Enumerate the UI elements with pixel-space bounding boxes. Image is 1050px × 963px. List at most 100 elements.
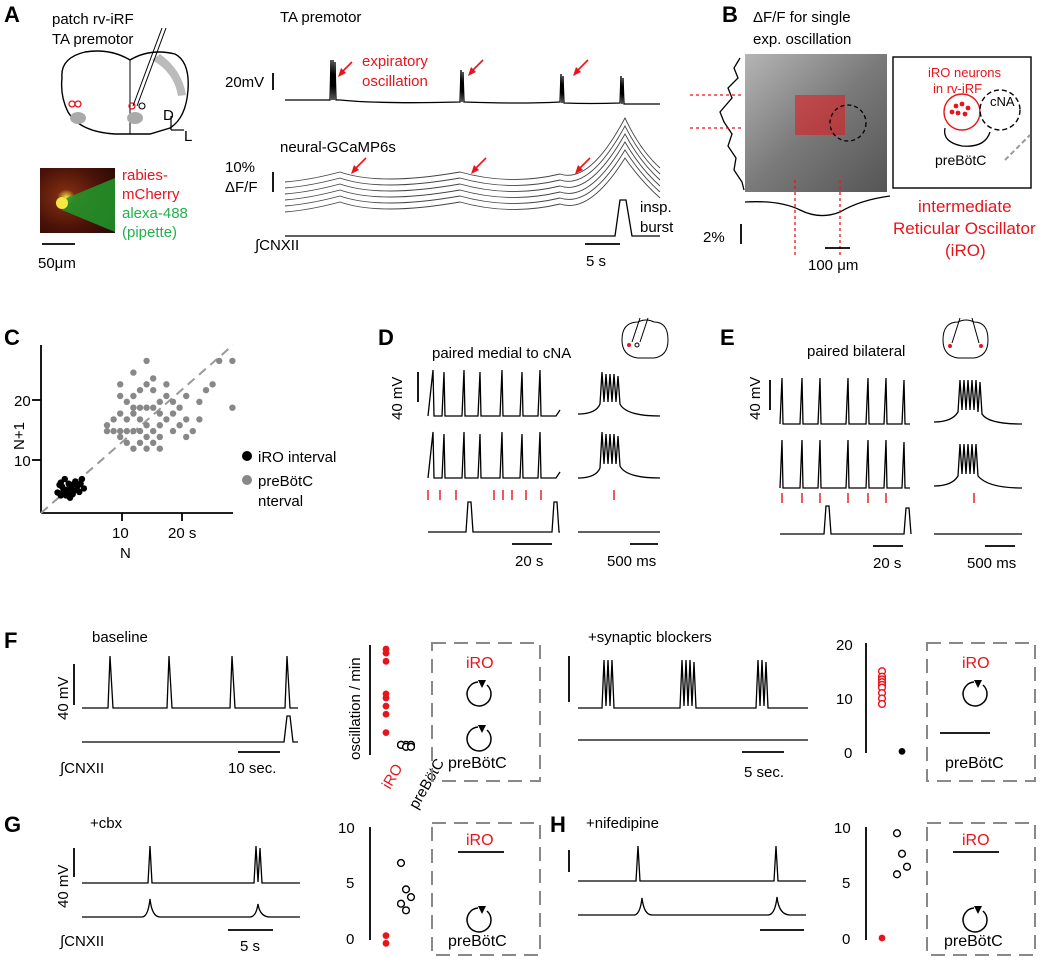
iro-rate-point <box>382 657 390 665</box>
gcamp-traces <box>284 116 661 213</box>
prebotc-interval-point <box>169 398 177 406</box>
f-x-iro: iRO <box>379 761 407 792</box>
prebotc-interval-point <box>163 392 170 400</box>
fluor-pipette: (pipette) <box>122 224 177 241</box>
prebotc-interval-point <box>176 404 183 411</box>
iro-interval-point <box>57 479 64 486</box>
prebotc-interval-point <box>117 410 124 417</box>
prebotc-interval-point <box>136 427 144 435</box>
prebotc-interval-point <box>123 416 130 423</box>
f-box-prebotc: preBötC <box>448 755 507 772</box>
iro-rate-point <box>382 939 390 947</box>
axis-d-label: D <box>163 107 174 124</box>
f2-box <box>926 642 1036 782</box>
g-title: +cbx <box>90 815 123 832</box>
prebotc-interval-point <box>183 433 190 441</box>
prebotc-interval-point <box>143 357 150 365</box>
panel-letter-d: D <box>378 325 394 350</box>
iro-interval-point <box>78 475 86 483</box>
iro-rate-point <box>878 934 886 942</box>
y-label-n1: N+1 <box>11 422 28 450</box>
panel-letter-c: C <box>4 325 20 350</box>
d-scale-20s: 20 s <box>515 553 543 570</box>
g-scale-40mv: 40 mV <box>55 865 72 908</box>
scale-100um: 100 μm <box>808 257 858 274</box>
iro-box <box>892 56 1032 189</box>
x-label-n: N <box>120 545 131 562</box>
scale-5s-a: 5 s <box>586 253 606 270</box>
prebotc-rate-point <box>898 747 906 755</box>
iro-rate-point <box>382 729 390 736</box>
g-ytick-0: 0 <box>346 931 354 948</box>
iro-rate-point <box>382 649 390 657</box>
f-scale-40mv: 40 mV <box>55 677 72 720</box>
fluorescence-image: 50μm rabies- mCherry alexa-488 (pipette) <box>38 167 188 272</box>
f-scale-5sec: 5 sec. <box>744 764 784 781</box>
scale-20mv: 20mV <box>225 74 264 91</box>
prebotc-interval-point <box>183 416 190 423</box>
prebotc-interval-point <box>163 416 170 423</box>
prebotc-interval-point <box>136 386 144 394</box>
prebotc-interval-point <box>103 422 111 429</box>
panel-letters: A B C D E F G H <box>4 2 738 837</box>
prebotc-interval-point <box>196 398 203 406</box>
dff-pct: 10% <box>225 159 255 176</box>
panel-letter-f: F <box>4 628 17 653</box>
prebotc-interval-point <box>156 422 163 429</box>
iro-interval-point <box>80 485 88 492</box>
prebotc-interval-point <box>123 439 130 446</box>
iro-rate-point <box>382 702 390 710</box>
insp-label-2: burst <box>640 219 674 236</box>
f2-ytick-0: 0 <box>844 745 852 762</box>
prebotc-interval-point <box>143 433 150 441</box>
prebotc-interval-point <box>169 427 177 435</box>
prebotc-interval-point <box>143 422 150 429</box>
prebotc-interval-point <box>143 381 150 388</box>
prebotc-interval-point <box>156 398 163 406</box>
g-box <box>431 822 541 956</box>
prebotc-rate-point <box>897 849 907 858</box>
d-scale-500ms: 500 ms <box>607 553 656 570</box>
h-ytick-10: 10 <box>834 820 851 837</box>
f2-box-prebotc: preBötC <box>945 755 1004 772</box>
panel-f: baseline 40 mV ∫CNXII 10 sec. oscillatio… <box>55 629 1036 812</box>
g-dotplot <box>369 827 416 947</box>
prebotc-interval-point <box>117 392 124 400</box>
dff-label: ΔF/F <box>225 179 258 196</box>
prebotc-interval-point <box>229 357 236 365</box>
legend-iro: iRO interval <box>258 449 336 466</box>
prebotc-interval-point <box>202 386 210 394</box>
f-blockers: +synaptic blockers <box>588 629 712 646</box>
prebotc-interval-point <box>117 427 124 435</box>
prebotc-interval-point <box>130 427 137 435</box>
prebotc-interval-point <box>156 445 163 452</box>
prebotc-rate-point <box>902 862 912 871</box>
panel-letter-h: H <box>550 812 566 837</box>
h-box-prebotc: preBötC <box>944 933 1003 950</box>
panel-a: patch rv-iRF TA premotor D L 50μm <box>38 9 674 272</box>
osc-label-1: expiratory <box>362 53 428 70</box>
g-ytick-10: 10 <box>338 820 355 837</box>
prebotc-label-b: preBötC <box>935 152 986 168</box>
iro-rate-point <box>382 932 390 939</box>
prebotc-interval-point <box>117 381 124 388</box>
prebotc-interval-point <box>163 381 170 388</box>
prebotc-interval-point <box>130 392 137 400</box>
prebotc-interval-point <box>123 427 130 435</box>
prebotc-rate-point <box>396 858 406 868</box>
iro-box-1: iRO neurons <box>928 65 1001 80</box>
prebotc-interval-point <box>110 427 117 435</box>
scale-image: 50μm <box>38 255 76 272</box>
b-title-1: ΔF/F for single <box>753 9 851 26</box>
panel-d: paired medial to cNA 40 mV 20 s 500 ms <box>389 317 669 570</box>
prebotc-rate-point <box>892 870 902 879</box>
panel-letter-b: B <box>722 2 738 27</box>
cnxii-label-a: ∫CNXII <box>254 237 299 254</box>
prebotc-interval-point <box>103 427 111 435</box>
d-inset-schematic <box>621 317 669 359</box>
scale-2pct: 2% <box>703 229 725 246</box>
iro-interval-point <box>68 482 75 490</box>
b-title-2: exp. oscillation <box>753 31 851 48</box>
prebotc-interval-point <box>150 427 157 435</box>
